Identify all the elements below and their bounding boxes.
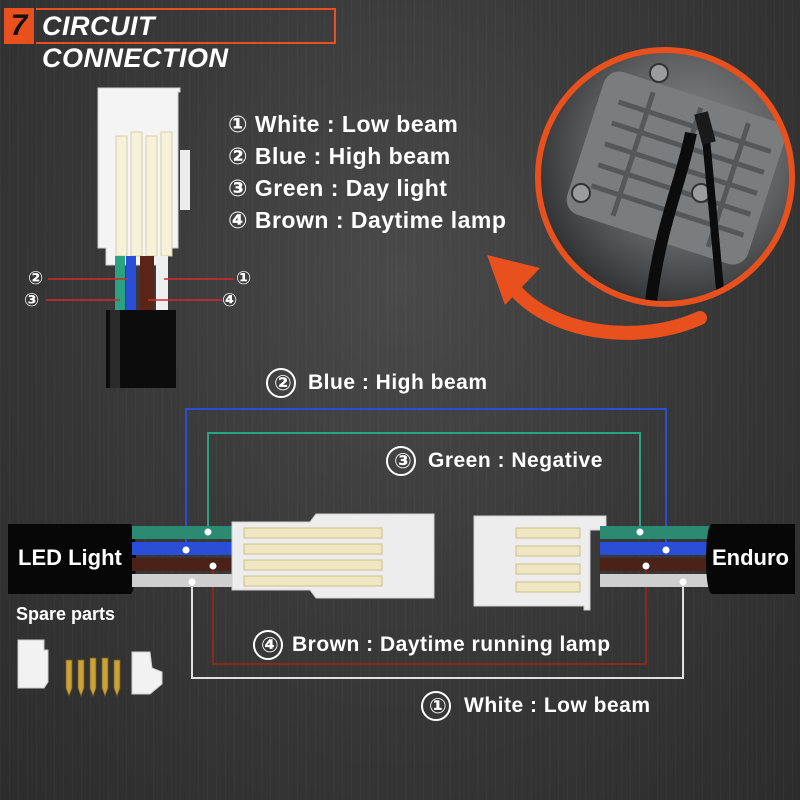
green-num: ③ (394, 450, 412, 473)
green-label: Green : Negative (428, 449, 603, 472)
right-wire-white (600, 574, 712, 587)
right-cable-label: Enduro (712, 545, 789, 570)
pin-2 (130, 131, 143, 257)
spare-parts-label: Spare parts (16, 604, 116, 624)
left-cable (8, 524, 136, 594)
headlight-illustration (566, 63, 786, 301)
blue-label: Blue : High beam (308, 371, 488, 394)
right-wire-green (600, 526, 712, 539)
headlight-photo (535, 47, 795, 307)
section-header: 7 CIRCUIT CONNECTION (4, 8, 336, 73)
right-wire-blue (600, 542, 712, 555)
brown-route (212, 569, 647, 665)
left-wire-green (132, 526, 244, 539)
marker-right-bottom: ④ (222, 290, 238, 310)
legend-item-blue: ② Blue : High beam (228, 143, 451, 169)
blue-route (185, 408, 667, 550)
step-number: 7 (4, 8, 34, 44)
plug-tab (180, 150, 190, 210)
marker-left-top: ② (28, 268, 44, 288)
legend-item-white: ① White : Low beam (228, 111, 459, 137)
spare-parts-illustration (17, 639, 163, 698)
wire-green (115, 256, 125, 314)
brown-num: ④ (261, 634, 279, 657)
white-route (191, 584, 684, 679)
left-wire-brown (132, 558, 244, 571)
marker-left-bottom: ③ (24, 290, 40, 310)
green-route (207, 432, 641, 532)
right-cable (706, 524, 795, 594)
legend-item-green: ③ Green : Day light (228, 175, 448, 201)
white-label: White : Low beam (464, 694, 651, 717)
white-num: ① (429, 695, 447, 718)
left-cable-label: LED Light (18, 545, 122, 570)
page-title: CIRCUIT CONNECTION (36, 8, 336, 73)
legend-item-brown: ④ Brown : Daytime lamp (228, 207, 507, 233)
brown-label: Brown : Daytime running lamp (292, 633, 611, 656)
blue-num: ② (274, 372, 292, 395)
wire-color-legend: ① White : Low beam ② Blue : High beam ③ … (228, 108, 506, 236)
right-wire-brown (600, 558, 712, 571)
marker-right-top: ① (236, 268, 252, 288)
wire-blue (126, 256, 136, 314)
left-wire-white (132, 574, 244, 587)
